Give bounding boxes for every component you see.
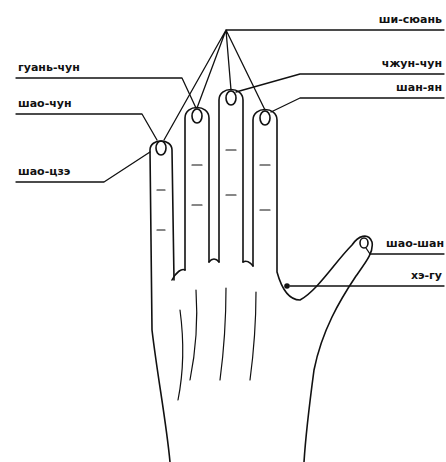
point-label: ши-сюань	[379, 13, 442, 27]
point-label: чжун-чун	[382, 57, 442, 71]
point-label: шао-чун	[18, 97, 72, 111]
point-label: шао-цзэ	[18, 165, 70, 179]
point-label: хэ-гу	[411, 269, 442, 283]
point-label: шан-ян	[396, 81, 442, 95]
point-label: шао-шан	[386, 237, 444, 251]
point-label: гуань-чун	[18, 61, 80, 75]
